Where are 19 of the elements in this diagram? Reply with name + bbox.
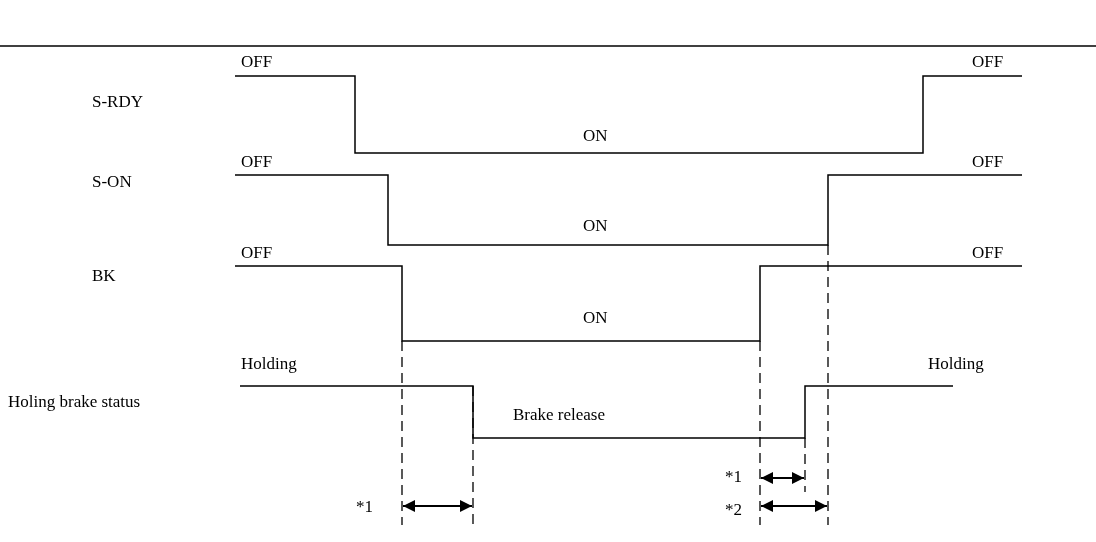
state-label: ON <box>583 308 608 328</box>
signal-name: BK <box>92 266 116 286</box>
note-mark: *1 <box>725 467 742 487</box>
state-label: Holding <box>928 354 984 374</box>
note-mark: *1 <box>356 497 373 517</box>
note-mark: *2 <box>725 500 742 520</box>
state-label: OFF <box>972 152 1004 172</box>
state-label: OFF <box>241 152 273 172</box>
state-label: OFF <box>972 52 1004 72</box>
state-label: OFF <box>972 243 1004 263</box>
state-label: Brake release <box>513 405 606 425</box>
signal-name: S-RDY <box>92 92 143 112</box>
signal-name: Holing brake status <box>8 392 141 412</box>
state-label: ON <box>583 216 608 236</box>
signal-name: S-ON <box>92 172 132 192</box>
state-label: OFF <box>241 243 273 263</box>
state-label: ON <box>583 126 608 146</box>
state-label: Holding <box>241 354 297 374</box>
state-label: OFF <box>241 52 273 72</box>
